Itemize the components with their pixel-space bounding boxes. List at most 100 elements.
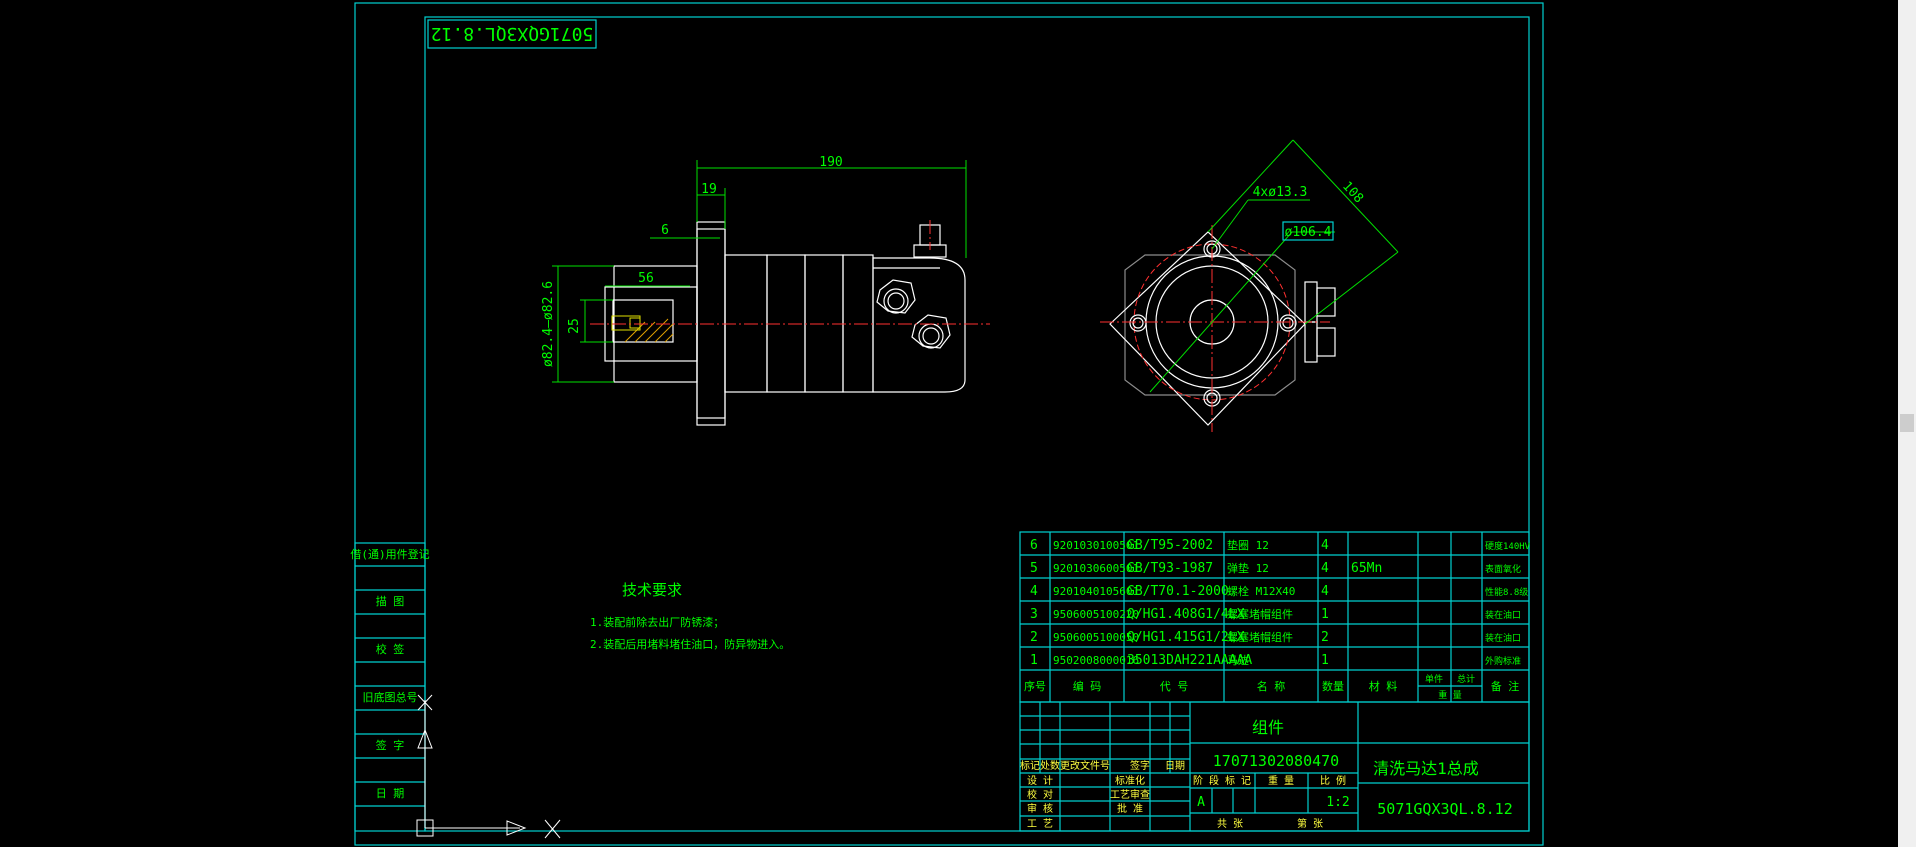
dim-pcd: ø106.4 [1285, 225, 1332, 240]
dim-flange-thickness: 19 [701, 182, 717, 197]
left-margin-table: 借(通)用件登记 描 图 校 签 旧底图总号 签 字 日 期 [350, 542, 430, 832]
bom-row-3-note: 性能8.8级 [1485, 586, 1528, 598]
margin-label-1: 借(通)用件登记 [350, 547, 429, 561]
bom-row-1-qty: 4 [1321, 538, 1329, 553]
tb-count: 处数 [1040, 759, 1060, 772]
scroll-thumb[interactable] [1900, 414, 1914, 432]
bom-header-code: 编 码 [1073, 679, 1102, 693]
bom-row-1-note: 硬度140HV [1485, 540, 1531, 552]
bom-row-1-code: 9201030100501 [1053, 539, 1139, 552]
bom-row-5-std: Q/HG1.415G1/2LX [1127, 630, 1245, 645]
bom-row-6-code: 9502008000016 [1053, 654, 1139, 667]
bom-row-3-no: 4 [1030, 584, 1038, 599]
tb-design: 设 计 [1027, 774, 1053, 787]
dim-bolt-holes: 4xø13.3 [1253, 185, 1308, 200]
notes-line-1: 1.装配前除去出厂防锈漆； [590, 615, 724, 629]
vertical-scrollbar[interactable] [1898, 0, 1916, 847]
bom-row-1-name: 垫圈 12 [1227, 538, 1269, 552]
front-view: ø106.4 4xø13.3 108 [1100, 139, 1399, 432]
dim-key-length: 56 [638, 271, 654, 286]
bom-row-3-code: 9201040105601 [1053, 585, 1139, 598]
bom-header-name: 名 称 [1257, 679, 1286, 693]
bom-header-material: 材 料 [1369, 679, 1398, 693]
tb-mark: 标记 [1020, 760, 1040, 772]
bom-row-1-std: GB/T95-2002 [1127, 538, 1213, 553]
bom-row-2-qty: 4 [1321, 561, 1329, 576]
margin-label-5: 签 字 [376, 738, 405, 752]
tb-sign: 签字 [1130, 759, 1150, 772]
tb-approve: 批 准 [1117, 802, 1143, 815]
tb-stage-label: 阶 段 标 记 [1193, 774, 1251, 787]
tb-craft: 工艺审查 [1110, 788, 1150, 801]
bom-row-4-code: 9506005100220 [1053, 608, 1139, 621]
bom-row-4-name: 螺塞堵帽组件 [1227, 607, 1293, 621]
tb-name: 清洗马达1总成 [1373, 759, 1479, 778]
bom-row-2-mat: 65Mn [1351, 561, 1382, 576]
tb-sheet: 第 张 [1297, 817, 1323, 830]
margin-label-6: 日 期 [376, 787, 405, 800]
bom-header-total-weight: 总计 [1457, 673, 1475, 685]
bom-row-6-note: 外购标准 [1485, 655, 1521, 667]
bom-row-4-no: 3 [1030, 607, 1038, 622]
stamp-box [427, 19, 597, 49]
tb-stage: A [1197, 795, 1205, 810]
inner-frame [424, 16, 1530, 832]
bom-row-3-qty: 4 [1321, 584, 1329, 599]
bom-row-1-no: 6 [1030, 538, 1038, 553]
bom-row-3-std: GB/T70.1-2000 [1127, 584, 1229, 599]
notes-line-2: 2.装配后用堵料堵住油口，防异物进入。 [590, 637, 790, 651]
dim-shaft-step: 6 [661, 223, 669, 238]
bom-row-4-std: Q/HG1.408G1/4LX [1127, 607, 1245, 622]
dim-total-length: 190 [819, 155, 842, 170]
bom-row-4-note: 装在油口 [1485, 609, 1521, 621]
notes-title: 技术要求 [622, 581, 682, 599]
bom-row-2-no: 5 [1030, 561, 1038, 576]
tb-scale: 1:2 [1326, 795, 1349, 810]
bom-row-6-no: 1 [1030, 653, 1038, 668]
bom-table: 序号 编 码 代 号 名 称 数量 材 料 单件 总计 重 量 备 注 6 920… [1019, 531, 1531, 703]
bom-row-5-code: 9506005100050 [1053, 631, 1139, 644]
stamp-text: 5071GQX3QL.8.12 [431, 23, 594, 44]
bom-row-2-note: 表面氧化 [1485, 563, 1521, 575]
tb-sheets: 共 张 [1217, 818, 1243, 830]
tb-review: 审 核 [1027, 802, 1053, 815]
tb-std-check: 标准化 [1115, 774, 1145, 787]
bom-header-note: 备 注 [1491, 679, 1520, 693]
margin-label-2: 描 图 [376, 594, 405, 608]
ucs-icon [416, 694, 561, 839]
bom-row-5-no: 2 [1030, 630, 1038, 645]
bom-header-qty: 数量 [1322, 680, 1344, 693]
tb-code: 5071GQX3QL.8.12 [1377, 800, 1512, 818]
tb-weight-label: 重 量 [1268, 774, 1294, 787]
dim-key-height: 25 [567, 318, 582, 334]
outer-frame [354, 2, 1544, 846]
bom-row-5-name: 螺塞堵帽组件 [1227, 630, 1293, 644]
margin-label-3: 校 签 [376, 642, 405, 656]
bom-header-no: 序号 [1024, 679, 1046, 693]
title-block: 标记 处数 更改文件号 签字 日期 设 计 标准化 校 对 工艺审查 审 核 批… [1019, 701, 1530, 832]
bom-header-weight: 重 量 [1438, 689, 1461, 701]
bom-row-2-code: 9201030600501 [1053, 562, 1139, 575]
bom-row-4-qty: 1 [1321, 607, 1329, 622]
tb-process: 工 艺 [1027, 818, 1053, 830]
tb-check: 校 对 [1027, 788, 1053, 801]
bom-row-2-name: 弹垫 12 [1227, 561, 1269, 575]
bom-row-5-note: 装在油口 [1485, 632, 1521, 644]
tb-category: 组件 [1252, 718, 1284, 737]
tb-file-no: 更改文件号 [1060, 759, 1110, 772]
bom-row-2-std: GB/T93-1987 [1127, 561, 1213, 576]
bom-row-5-qty: 2 [1321, 630, 1329, 645]
dim-pilot-diameter: ø82.4–ø82.6 [541, 281, 556, 367]
tb-drawing-no: 17071302080470 [1213, 752, 1339, 770]
margin-label-4: 旧底图总号 [363, 690, 418, 704]
bom-header-std: 代 号 [1160, 680, 1189, 693]
bom-row-6-qty: 1 [1321, 653, 1329, 668]
side-view: 190 19 6 56 25 ø82.4–ø82.6 [541, 155, 990, 426]
tb-scale-label: 比 例 [1320, 774, 1346, 787]
bom-row-3-name: 螺栓 M12X40 [1227, 584, 1295, 598]
tb-date: 日期 [1165, 760, 1185, 772]
bom-header-unit-weight: 单件 [1425, 673, 1443, 685]
bom-row-6-std: 35013DAH221AAAAA [1127, 653, 1252, 668]
dim-flange-diagonal: 108 [1339, 179, 1366, 206]
